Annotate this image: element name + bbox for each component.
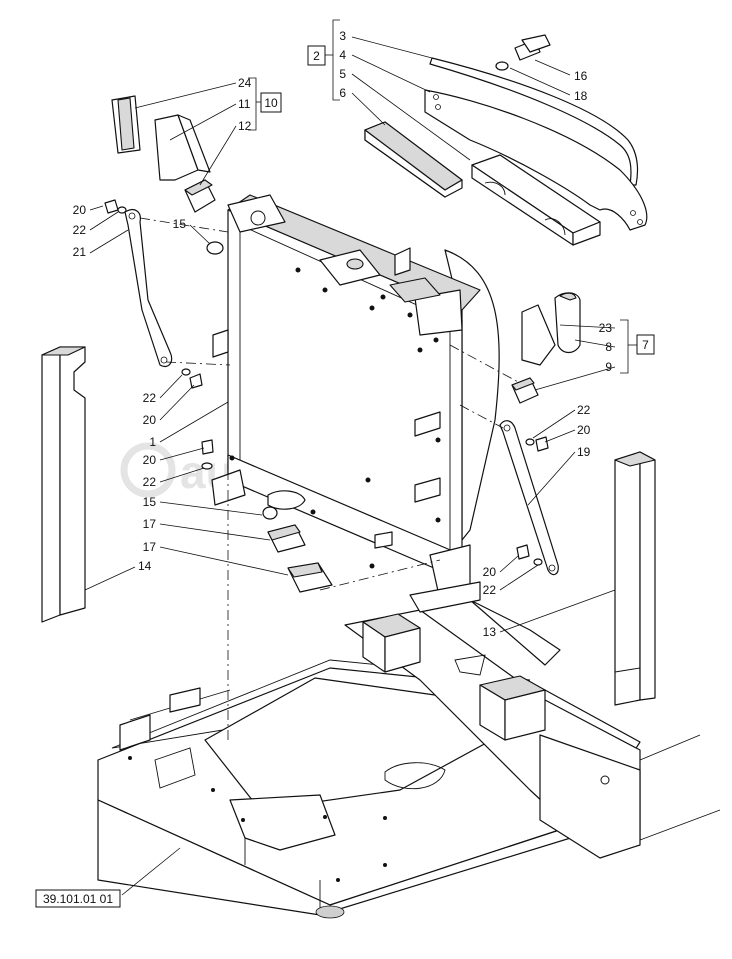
svg-text:2: 2 <box>313 49 320 63</box>
callout-22-b: 22 <box>143 391 157 405</box>
top-seals-group <box>364 57 648 246</box>
callout-9: 9 <box>605 360 612 374</box>
svg-text:7: 7 <box>642 338 649 352</box>
callout-3: 3 <box>339 29 346 43</box>
callout-21: 21 <box>73 245 87 259</box>
seal-14 <box>41 346 86 623</box>
bracket-19 <box>459 404 559 576</box>
callout-22-d: 22 <box>577 403 591 417</box>
bolt-16 <box>495 34 551 71</box>
o-ring-15-top <box>206 241 224 255</box>
leader-lines <box>84 36 616 896</box>
callout-22-a: 22 <box>73 223 87 237</box>
callout-5: 5 <box>339 67 346 81</box>
callout-6: 6 <box>339 86 346 100</box>
callout-20-c: 20 <box>143 453 157 467</box>
callout-1: 1 <box>149 435 156 449</box>
group-box-10: 10 <box>248 77 282 131</box>
reference-code: 39.101.01 01 <box>43 892 113 906</box>
callout-24: 24 <box>238 76 252 90</box>
callout-17-b: 17 <box>143 540 157 554</box>
seals-group-7 <box>449 292 581 404</box>
radiator-assembly <box>211 194 500 740</box>
callout-22-c: 22 <box>143 475 157 489</box>
callout-19: 19 <box>577 445 591 459</box>
callout-12: 12 <box>238 119 252 133</box>
group-box-2: 2 <box>307 19 340 101</box>
callout-4: 4 <box>339 48 346 62</box>
callout-23: 23 <box>599 321 613 335</box>
callout-13: 13 <box>483 625 497 639</box>
callout-16: 16 <box>574 69 588 83</box>
group-box-7: 7 <box>620 319 655 374</box>
seals-group-10 <box>111 95 216 213</box>
callout-20-e: 20 <box>483 565 497 579</box>
callout-11: 11 <box>238 97 251 111</box>
seal-13 <box>614 451 656 706</box>
reference-code-box: 39.101.01 01 <box>35 889 121 908</box>
lower-left-fasteners <box>201 439 441 593</box>
svg-text:10: 10 <box>264 96 278 110</box>
callout-18: 18 <box>574 89 588 103</box>
callout-17-a: 17 <box>143 517 157 531</box>
cross-member <box>344 599 721 859</box>
bracket-21 <box>104 199 231 389</box>
callout-20-a: 20 <box>73 203 87 217</box>
callout-labels: 3 4 5 6 16 18 24 11 12 20 22 21 15 22 20… <box>73 29 613 639</box>
callout-14: 14 <box>138 559 152 573</box>
callout-20-b: 20 <box>143 413 157 427</box>
callout-20-d: 20 <box>577 423 591 437</box>
callout-8: 8 <box>605 340 612 354</box>
callout-15-b: 15 <box>143 495 157 509</box>
callout-22-e: 22 <box>483 583 497 597</box>
callout-15-a: 15 <box>173 217 187 231</box>
